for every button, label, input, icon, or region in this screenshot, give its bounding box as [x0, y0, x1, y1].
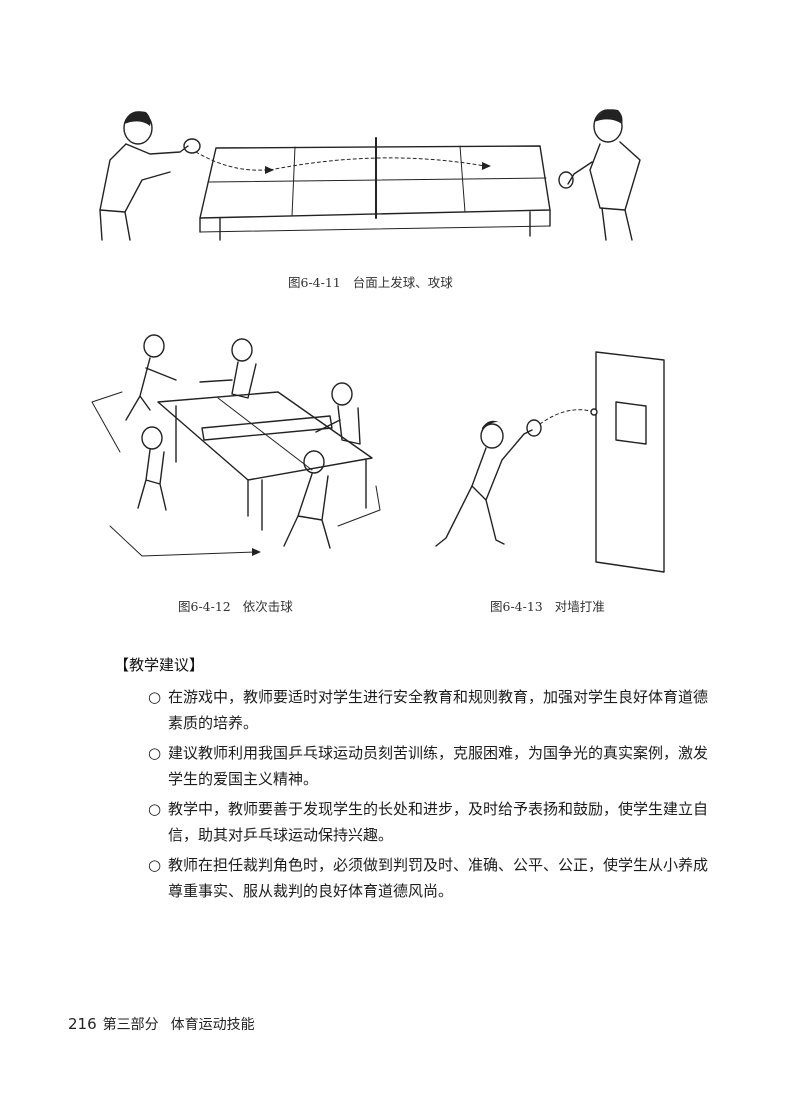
figure-caption-6-4-13: 图6-4-13 对墙打准: [490, 596, 605, 615]
figure-title: 台面上发球、攻球: [352, 275, 453, 290]
players-drawing: [125, 334, 361, 549]
list-item: ○ 在游戏中，教师要适时对学生进行安全教育和规则教育，加强对学生良好体育道德素质…: [148, 684, 708, 736]
figure-title: 对墙打准: [554, 599, 605, 614]
bullet-circle-icon: ○: [148, 800, 162, 818]
list-item: ○ 建议教师利用我国乒乓球运动员刻苦训练，克服困难，为国争光的真实案例，激发学生…: [148, 740, 708, 792]
right-player-drawing: [558, 109, 641, 241]
figure-caption-6-4-11: 图6-4-11 台面上发球、攻球: [288, 272, 453, 291]
figure-title: 依次击球: [242, 599, 293, 614]
figure-number: 图6-4-11: [288, 275, 341, 290]
bullet-circle-icon: ○: [148, 688, 162, 706]
list-item-text: 教师在担任裁判角色时，必须做到判罚及时、准确、公平、公正，使学生从小养成尊重事实…: [168, 856, 709, 900]
list-item-text: 建议教师利用我国乒乓球运动员刻苦训练，克服困难，为国争光的真实案例，激发学生的爱…: [168, 744, 709, 788]
footer-part: 第三部分: [102, 1017, 159, 1033]
left-player-drawing: [99, 111, 201, 241]
wall-drawing: [595, 351, 665, 573]
figure-number: 图6-4-13: [490, 599, 543, 614]
bullet-circle-icon: ○: [148, 744, 162, 762]
page-number: 216: [68, 1015, 97, 1033]
table-perspective-drawing: [157, 391, 373, 531]
teaching-suggestions-list: ○ 在游戏中，教师要适时对学生进行安全教育和规则教育，加强对学生良好体育道德素质…: [148, 684, 708, 908]
movement-arrows: [91, 391, 381, 557]
footer-chapter: 体育运动技能: [170, 1017, 255, 1033]
page-footer: 216 第三部分体育运动技能: [68, 1014, 255, 1034]
list-item-text: 教学中，教师要善于发现学生的长处和进步，及时给予表扬和鼓励，使学生建立自信，助其…: [168, 800, 709, 844]
figure-rotating-hits-illustration: [91, 334, 381, 557]
table-drawing: [195, 137, 551, 241]
list-item: ○ 教学中，教师要善于发现学生的长处和进步，及时给予表扬和鼓励，使学生建立自信，…: [148, 796, 708, 848]
bullet-circle-icon: ○: [148, 856, 162, 874]
figure-caption-6-4-12: 图6-4-12 依次击球: [178, 596, 293, 615]
player-girl-drawing: [435, 408, 598, 547]
section-title: 【教学建议】: [114, 656, 205, 674]
list-item-text: 在游戏中，教师要适时对学生进行安全教育和规则教育，加强对学生良好体育道德素质的培…: [168, 688, 709, 732]
figure-number: 图6-4-12: [178, 599, 231, 614]
figure-wall-target-illustration: [435, 351, 665, 573]
figure-serve-attack-illustration: [99, 109, 641, 241]
list-item: ○ 教师在担任裁判角色时，必须做到判罚及时、准确、公平、公正，使学生从小养成尊重…: [148, 852, 708, 904]
